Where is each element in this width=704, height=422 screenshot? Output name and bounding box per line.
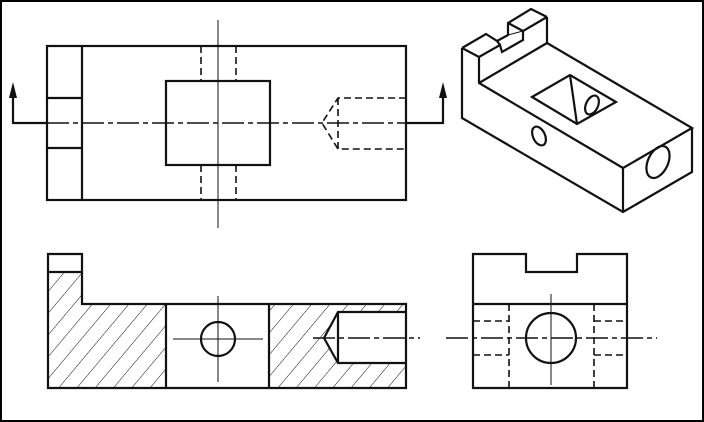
square-pocket <box>529 73 619 126</box>
isometric-view <box>460 7 695 214</box>
arrow-up-icon <box>439 82 447 98</box>
section-cutting-plane <box>9 82 447 125</box>
side-view-outline <box>471 252 629 390</box>
section-view <box>46 252 420 390</box>
arrow-up-icon <box>9 82 17 98</box>
side-hole <box>531 125 547 147</box>
section-outline <box>46 252 408 390</box>
side-view <box>446 252 657 390</box>
end-hole <box>645 144 671 180</box>
top-view <box>9 20 447 228</box>
